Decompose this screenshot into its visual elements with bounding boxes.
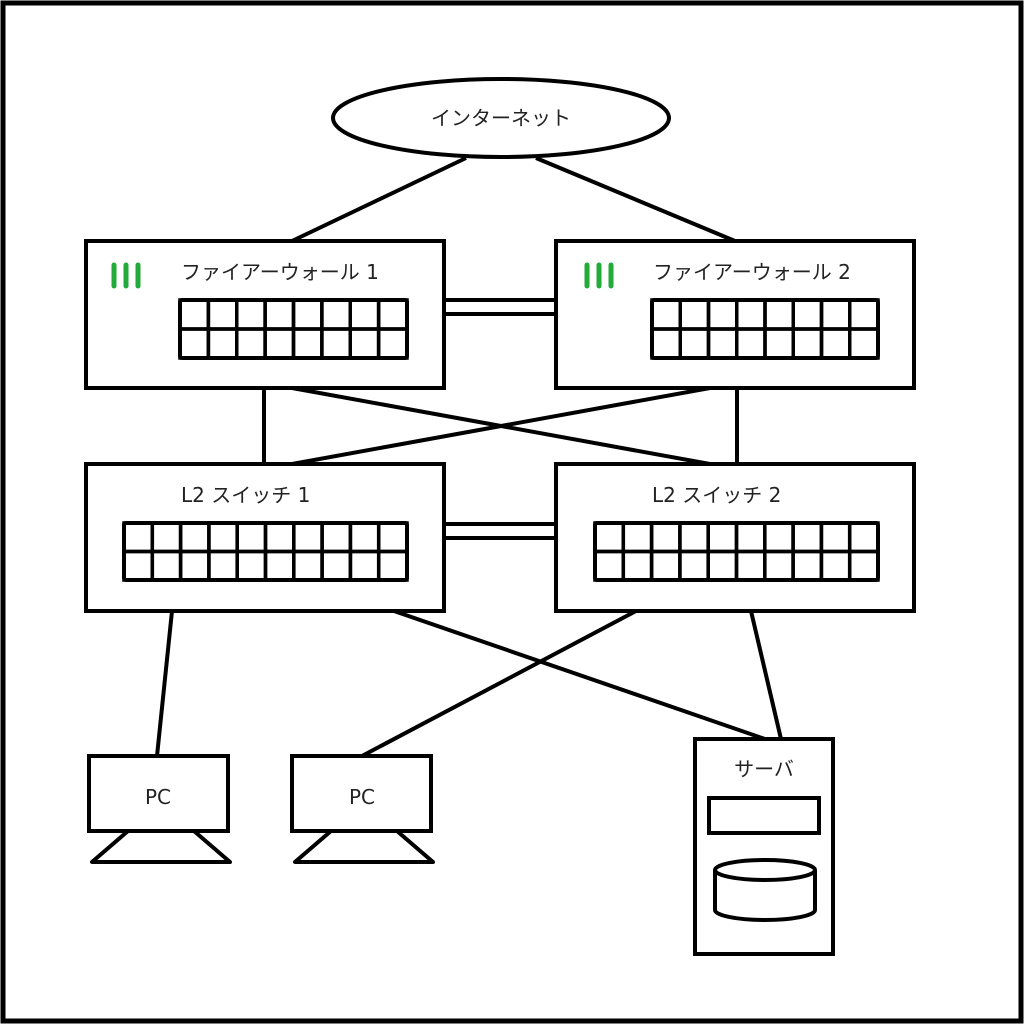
link-fw2-sw1	[291, 386, 711, 466]
l2-switch-1-label: L2 スイッチ 1	[181, 483, 310, 507]
l2-switch-2: L2 スイッチ 2	[554, 462, 916, 613]
port-icon	[376, 327, 409, 360]
drive-bay-icon	[707, 796, 821, 835]
status-led-icon	[111, 262, 141, 289]
link-sw1-server	[393, 609, 766, 741]
firewall-1-ports	[178, 298, 409, 360]
links	[155, 156, 783, 758]
server-label: サーバ	[734, 757, 794, 781]
monitor-icon	[290, 754, 433, 833]
internet-node: インターネット	[331, 77, 671, 159]
pc-1-label: PC	[145, 785, 171, 809]
link-internet-fw1	[291, 156, 467, 243]
server: サーバ	[693, 737, 835, 956]
l2-switch-1-ports	[122, 521, 409, 582]
link-sw2-pc2	[361, 609, 637, 758]
internet-label: インターネット	[431, 106, 571, 130]
status-led-icon	[584, 262, 614, 289]
firewall-1: ファイアーウォール 1	[84, 239, 446, 390]
l2-switch-2-label: L2 スイッチ 2	[652, 483, 781, 507]
pc-2: PC	[290, 754, 435, 864]
port-icon	[376, 549, 409, 582]
l2-switch-1: L2 スイッチ 1	[84, 462, 446, 613]
monitor-stand-icon	[293, 829, 435, 864]
port-icon	[847, 549, 880, 582]
firewall-2-ports	[650, 298, 880, 360]
pc-2-label: PC	[349, 785, 375, 809]
monitor-stand-icon	[90, 829, 232, 864]
link-sw1-pc1	[155, 610, 174, 757]
l2-switch-2-ports	[593, 521, 880, 582]
internet-cloud-icon	[331, 77, 671, 159]
link-sw2-server	[749, 610, 783, 740]
database-icon	[713, 858, 817, 922]
port-icon	[848, 327, 880, 360]
firewall-1-label: ファイアーウォール 1	[181, 260, 379, 284]
pc-1: PC	[87, 754, 232, 864]
firewall-2: ファイアーウォール 2	[554, 239, 916, 390]
firewall-2-label: ファイアーウォール 2	[653, 260, 851, 284]
link-internet-fw2	[535, 156, 736, 243]
monitor-icon	[87, 754, 230, 833]
